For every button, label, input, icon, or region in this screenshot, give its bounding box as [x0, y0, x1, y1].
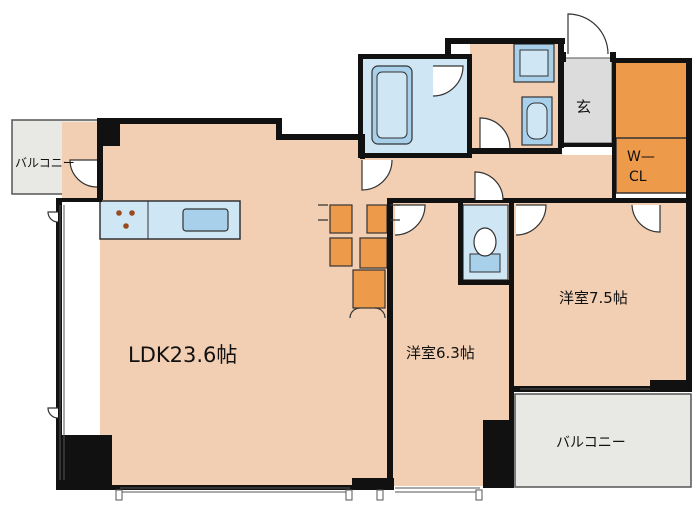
walkin-closet: W— CL	[615, 137, 690, 194]
kitchen-sink	[182, 208, 229, 232]
toilet-bowl	[473, 227, 497, 257]
balcony-right-label: バルコニー	[556, 435, 626, 451]
ldk-floor	[62, 122, 390, 485]
balcony-left-label: バルコニー	[15, 156, 75, 170]
walkin-closet-label-1: W—	[627, 149, 655, 165]
western-room-2-floor	[514, 203, 689, 389]
floor-areas	[62, 40, 689, 486]
windows	[59, 205, 650, 501]
doors	[47, 13, 661, 419]
toilet	[462, 204, 509, 281]
kitchen-counter	[99, 200, 241, 240]
ldk-label: LDK23.6帖	[128, 343, 237, 367]
western-room-2-label: 洋室7.5帖	[559, 289, 628, 307]
balcony-right	[514, 393, 692, 488]
entrance-label: 玄	[576, 98, 591, 116]
washroom	[513, 43, 555, 146]
room-labels: LDK23.6帖 洋室6.3帖 洋室7.5帖 バルコニー バルコニー	[15, 156, 628, 451]
western-room-1-label: 洋室6.3帖	[406, 344, 475, 362]
storage-closets	[329, 204, 388, 309]
walkin-closet-label-2: CL	[629, 169, 647, 185]
storage-shoe	[613, 59, 691, 143]
stove-icon	[116, 210, 135, 229]
entrance: 玄	[561, 57, 613, 144]
